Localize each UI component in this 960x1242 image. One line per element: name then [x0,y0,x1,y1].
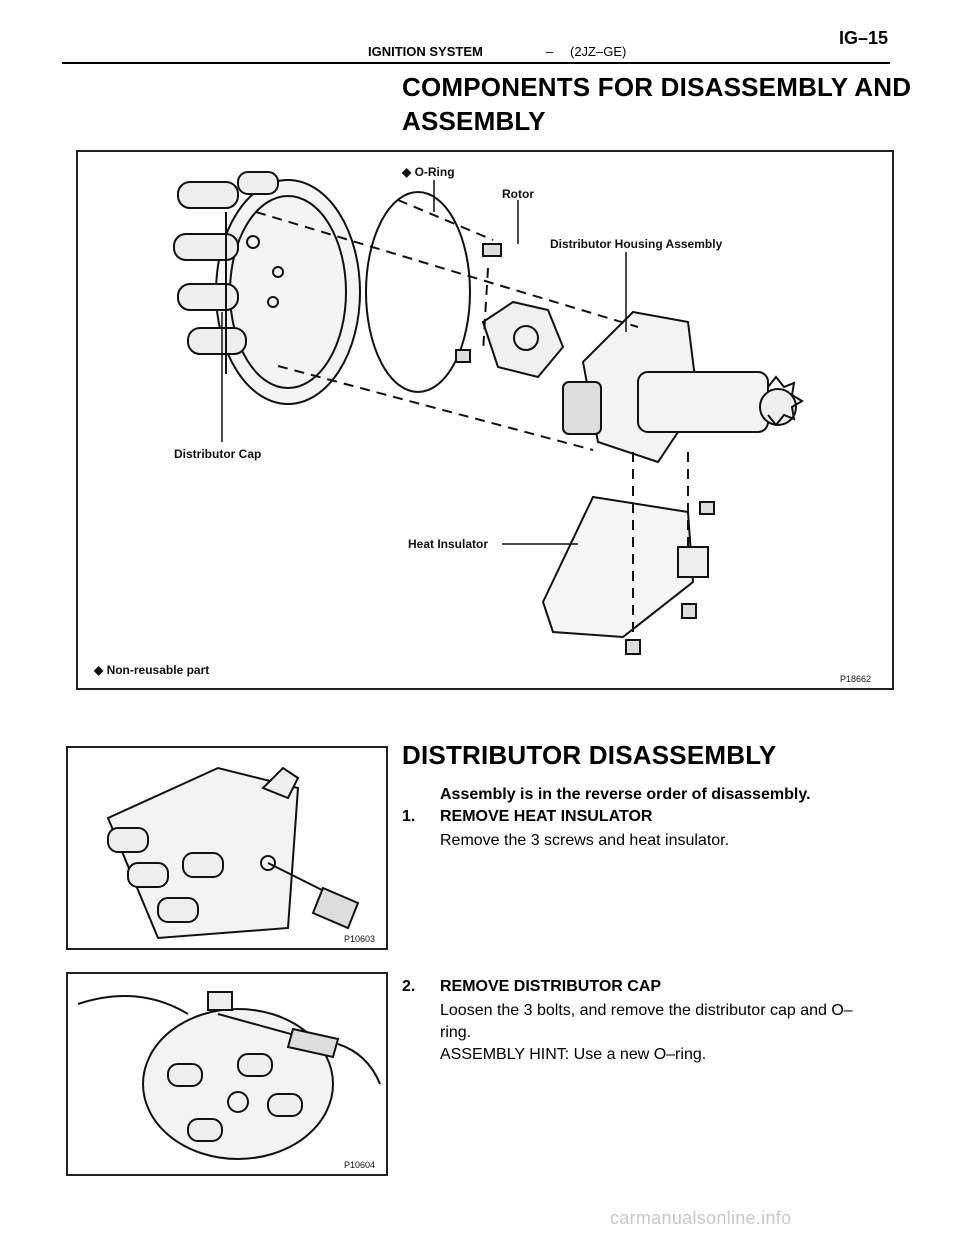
watermark: carmanualsonline.info [610,1208,792,1228]
step-1-illustration: P10603 [106,766,375,944]
non-reusable-legend: ◆ Non-reusable part [93,663,209,677]
step-2-text-line3: ASSEMBLY HINT: Use a new O–ring. [440,1046,707,1063]
step-1-number: 1. [402,808,416,825]
exploded-diagram: ◆ O-Ring Rotor Distributor Housing Assem… [93,165,871,684]
header-engine: (2JZ–GE) [570,44,627,59]
heat-insulator-drawing [541,495,715,655]
step-2-title: REMOVE DISTRIBUTOR CAP [440,978,662,995]
step-1-text: Remove the 3 screws and heat insulator. [440,832,730,849]
step-2-text-line1: Loosen the 3 bolts, and remove the distr… [440,1002,853,1019]
rotor-drawing [455,243,565,379]
step-1-figure-code: P10603 [344,934,375,944]
step-1-title: REMOVE HEAT INSULATOR [440,808,653,825]
step-2-illustration: P10604 [77,991,381,1170]
step-2-number: 2. [402,978,416,995]
disassembly-intro: Assembly is in the reverse order of disa… [440,786,811,803]
housing-label: Distributor Housing Assembly [550,237,723,251]
distributor-cap-drawing [173,171,361,405]
figure-code: P18662 [840,674,871,684]
o-ring-label: ◆ O-Ring [401,165,455,179]
step-2-figure-code: P10604 [344,1160,375,1170]
step-2-figure: P10604 [66,972,388,1176]
disassembly-title: DISTRIBUTOR DISASSEMBLY [402,740,777,770]
step-1-figure: P10603 [66,746,388,950]
header-separator: – [546,44,554,59]
components-title-line2: ASSEMBLY [402,106,546,136]
components-title-line1: COMPONENTS FOR DISASSEMBLY AND [402,72,912,102]
distributor-housing-drawing [562,310,804,464]
heat-insulator-label: Heat Insulator [408,537,488,551]
header-system: IGNITION SYSTEM [368,44,483,59]
o-ring-drawing [365,191,471,393]
page-header: IGNITION SYSTEM – (2JZ–GE) IG–15 [62,24,890,64]
page-number: IG–15 [838,28,888,48]
rotor-label: Rotor [502,187,534,201]
step-2-text-line2: ring. [440,1024,472,1041]
components-figure: ◆ O-Ring Rotor Distributor Housing Assem… [76,150,894,690]
distributor-cap-label: Distributor Cap [174,447,261,461]
